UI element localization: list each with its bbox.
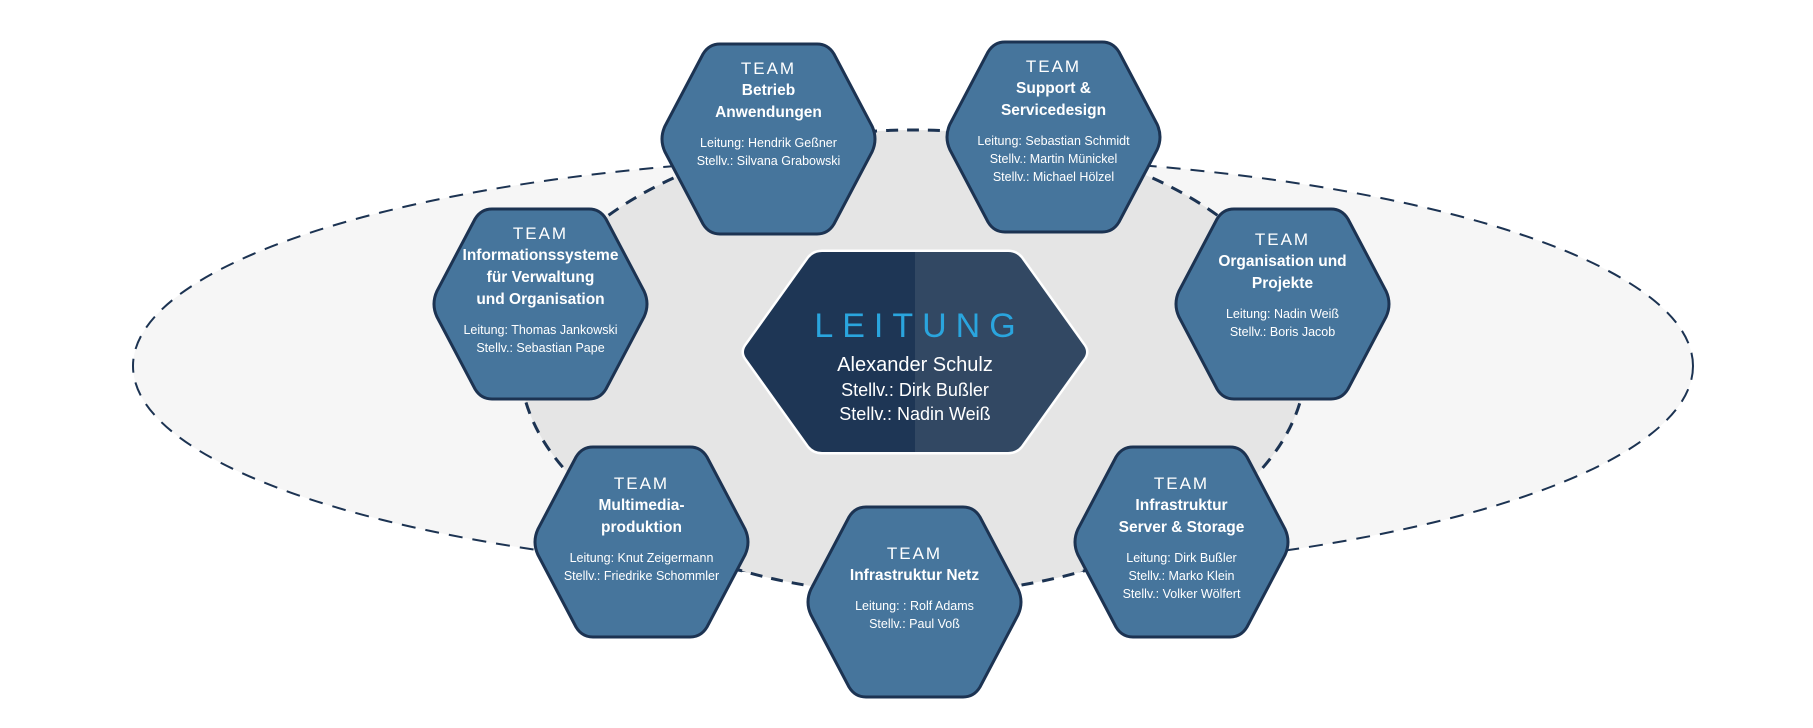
team-multimediaproduktion[interactable]: TEAM Multimedia- produktion Leitung: Knu… — [531, 443, 752, 641]
team-informationssysteme[interactable]: TEAM Informationssysteme für Verwaltung … — [430, 205, 651, 403]
team-support-servicedesign[interactable]: TEAM Support & Servicedesign Leitung: Se… — [943, 38, 1164, 236]
team-infrastruktur-server-storage[interactable]: TEAM Infrastruktur Server & Storage Leit… — [1071, 443, 1292, 641]
team-name: Informationssysteme für Verwaltung und O… — [462, 247, 619, 308]
leitung-shape — [741, 249, 1089, 455]
team-lead: Leitung: Nadin Weiß — [1225, 307, 1340, 321]
team-label: TEAM — [613, 474, 670, 493]
team-name: Multimedia- produktion — [598, 497, 685, 536]
team-name: Organisation und Projekte — [1218, 253, 1347, 292]
leitung-deputy: Stellv.: Dirk Bußler — [841, 380, 989, 400]
team-name: Betrieb Anwendungen — [715, 82, 822, 121]
team-label: TEAM — [1025, 57, 1082, 76]
team-label: TEAM — [1153, 474, 1210, 493]
team-name: Infrastruktur Netz — [849, 567, 980, 584]
team-label: TEAM — [886, 544, 943, 563]
team-deputy: Stellv.: Friedrike Schommler — [563, 569, 720, 583]
team-deputy: Stellv.: Michael Hölzel — [992, 170, 1115, 184]
team-deputy: Stellv.: Volker Wölfert — [1122, 587, 1241, 601]
team-lead: Leitung: : Rolf Adams — [855, 599, 974, 613]
team-lead: Leitung: Hendrik Geßner — [700, 136, 837, 150]
team-name: Support & Servicedesign — [1000, 80, 1107, 119]
team-organisation-projekte[interactable]: TEAM Organisation und Projekte Leitung: … — [1172, 205, 1393, 403]
team-deputy: Stellv.: Sebastian Pape — [476, 341, 605, 355]
leitung-hexagon[interactable]: LEITUNG Alexander Schulz Stellv.: Dirk B… — [740, 248, 1090, 456]
team-name: Infrastruktur Server & Storage — [1118, 497, 1245, 536]
leitung-deputy: Stellv.: Nadin Weiß — [839, 404, 991, 424]
leitung-head: Alexander Schulz — [837, 354, 993, 376]
team-deputy: Stellv.: Martin Münickel — [989, 152, 1118, 166]
team-label: TEAM — [1254, 230, 1311, 249]
team-label: TEAM — [512, 224, 569, 243]
team-lead: Leitung: Sebastian Schmidt — [977, 134, 1130, 148]
team-deputy: Stellv.: Paul Voß — [869, 617, 960, 631]
team-lead: Leitung: Dirk Bußler — [1126, 551, 1237, 565]
team-betrieb-anwendungen[interactable]: TEAM Betrieb Anwendungen Leitung: Hendri… — [658, 40, 879, 238]
team-lead: Leitung: Thomas Jankowski — [463, 323, 618, 337]
team-deputy: Stellv.: Boris Jacob — [1229, 325, 1336, 339]
team-label: TEAM — [740, 59, 797, 78]
team-deputy: Stellv.: Silvana Grabowski — [696, 154, 841, 168]
team-infrastruktur-netz[interactable]: TEAM Infrastruktur Netz Leitung: : Rolf … — [804, 503, 1025, 701]
team-deputy: Stellv.: Marko Klein — [1128, 569, 1235, 583]
leitung-title: LEITUNG — [814, 307, 1025, 345]
team-lead: Leitung: Knut Zeigermann — [569, 551, 714, 565]
